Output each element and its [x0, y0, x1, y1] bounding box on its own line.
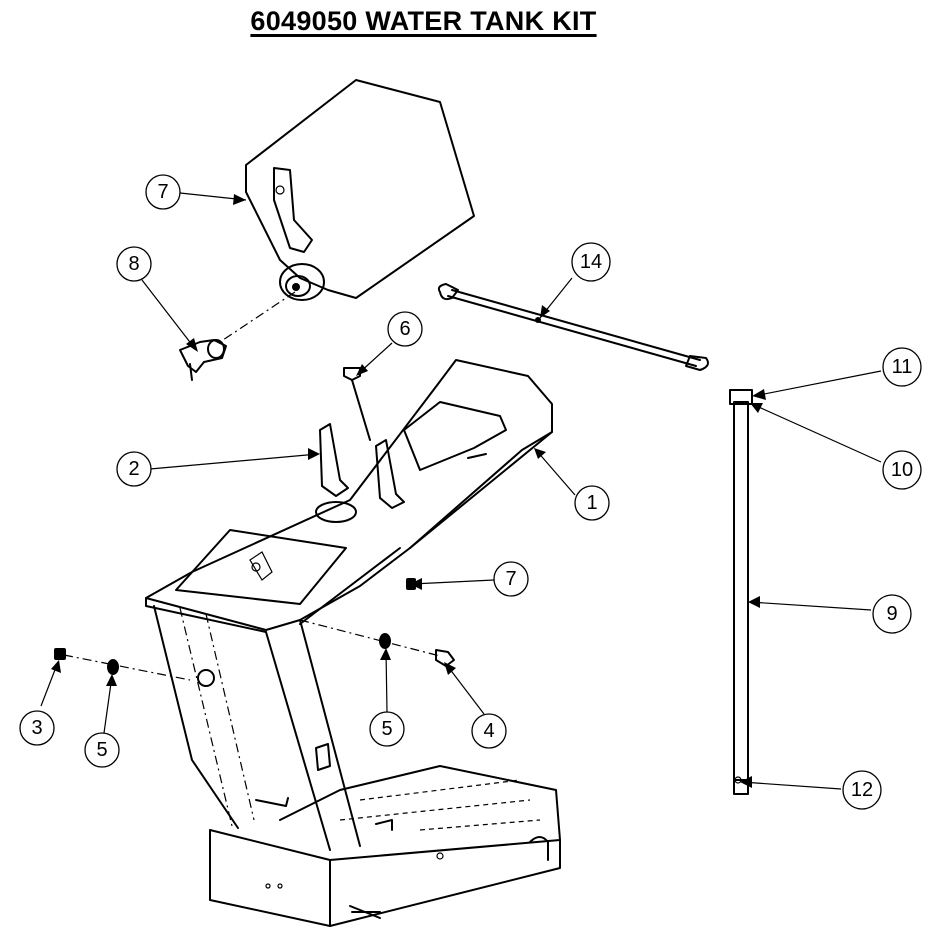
callout-label: 1	[586, 492, 597, 514]
callout-5-left: 5	[84, 732, 120, 768]
callout-5-right: 5	[369, 711, 405, 747]
callout-8: 7	[145, 174, 181, 210]
tank-brackets-drawing	[319, 423, 405, 509]
callout-14: 14	[571, 242, 611, 282]
callout-label: 9	[886, 603, 897, 625]
callout-12: 11	[882, 347, 922, 387]
hardware-drawing	[54, 367, 455, 681]
callout-1: 1	[574, 485, 610, 521]
callout-label: 11	[892, 356, 913, 378]
callout-label: 8	[128, 253, 139, 275]
callout-label: 5	[381, 718, 392, 740]
callout-7: 7	[493, 561, 529, 597]
callout-label: 3	[31, 717, 42, 739]
callout-label: 12	[851, 779, 873, 801]
callout-9: 8	[116, 246, 152, 282]
callout-label: 7	[505, 568, 516, 590]
callout-10: 9	[872, 594, 912, 634]
callout-13: 12	[842, 770, 882, 810]
valve-drawing	[179, 291, 296, 381]
callout-label: 10	[891, 459, 913, 481]
callout-label: 7	[157, 181, 168, 203]
base-frame-drawing	[153, 605, 561, 927]
callout-3: 3	[19, 710, 55, 746]
callout-4: 4	[471, 713, 507, 749]
callout-label: 5	[96, 739, 107, 761]
leader-lines	[40, 192, 882, 790]
callout-11: 10	[882, 450, 922, 490]
callout-label: 2	[128, 458, 139, 480]
mount-plate-drawing	[145, 359, 553, 633]
diagram-title: 6049050 WATER TANK KIT	[250, 6, 597, 36]
strap-drawing	[437, 283, 709, 371]
callout-2: 2	[116, 451, 152, 487]
callout-label: 6	[399, 318, 410, 340]
callout-label: 4	[483, 720, 494, 742]
callout-label: 14	[580, 251, 602, 273]
tube-drawing	[729, 389, 753, 795]
callout-6: 6	[387, 311, 423, 347]
water-tank-drawing	[245, 79, 475, 301]
